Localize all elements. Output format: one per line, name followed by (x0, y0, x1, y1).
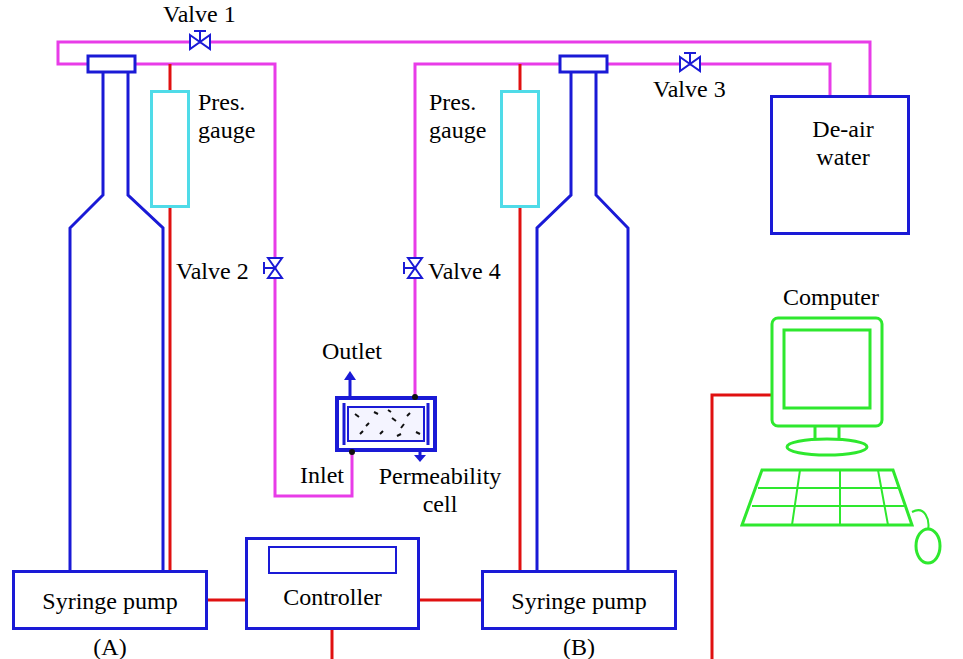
part-label: Outlet (322, 338, 382, 366)
part-label: Valve 3 (653, 76, 726, 104)
part-label: Valve 2 (176, 258, 249, 286)
pump-cylinder (537, 72, 571, 570)
node-text: Pres. gauge (198, 89, 262, 144)
pump-cylinder (70, 72, 103, 570)
part-label: Permeability cell (372, 463, 508, 518)
mouse (916, 529, 940, 563)
end-plate (344, 403, 428, 445)
pressure-line (519, 64, 522, 90)
pump-tag: (B) (563, 634, 595, 659)
signal-cable (208, 599, 245, 602)
pump-box: Syringe pump(A) (12, 570, 208, 630)
water-tank: De-air water (770, 95, 910, 235)
monitor-screen (784, 330, 870, 408)
monitor-base (787, 439, 867, 455)
soil-grains (355, 410, 420, 436)
signal-cable (420, 599, 481, 602)
monitor-frame (772, 318, 882, 426)
inlet-port (349, 449, 355, 455)
water-pipe (58, 42, 870, 95)
pressure-line (169, 64, 172, 90)
soil-sample (348, 407, 424, 441)
valve-stem (404, 262, 415, 274)
node-text: Syringe pump (42, 588, 177, 616)
keyboard-keys (752, 470, 904, 525)
part-label: Computer (783, 284, 879, 312)
signal-cable (519, 208, 522, 570)
controller-box: Controller (245, 537, 420, 630)
signal-cable (331, 630, 334, 659)
arrow-head (344, 371, 356, 380)
pump-cap (560, 56, 607, 72)
pump-box: Syringe pump(B) (481, 570, 677, 630)
pump-cylinder (596, 72, 628, 570)
flow-arrow (349, 378, 352, 398)
node-text: Syringe pump (511, 588, 646, 616)
signal-cable (169, 208, 172, 570)
water-pipe (135, 64, 352, 496)
part-label: Inlet (300, 462, 344, 490)
valve-stem (264, 262, 275, 274)
valve-stem (684, 53, 696, 64)
arrow-head (414, 455, 426, 462)
keyboard (742, 470, 912, 525)
pump-cap (88, 56, 135, 72)
pressure-gauge: Pres. gauge (150, 90, 190, 208)
part-label: Valve 1 (163, 1, 236, 29)
mouse-cord (912, 510, 928, 530)
display-window (268, 546, 397, 574)
outlet-port (412, 394, 418, 400)
part-label: Valve 4 (428, 258, 501, 286)
node-text: De-air water (798, 116, 888, 171)
valve-stem (194, 31, 206, 42)
signal-cable (712, 395, 772, 659)
pump-tag: (A) (93, 634, 126, 659)
cell-housing (337, 398, 435, 450)
node-text: Controller (283, 584, 382, 612)
pressure-gauge: Pres. gauge (500, 90, 540, 208)
node-text: Pres. gauge (429, 89, 493, 144)
